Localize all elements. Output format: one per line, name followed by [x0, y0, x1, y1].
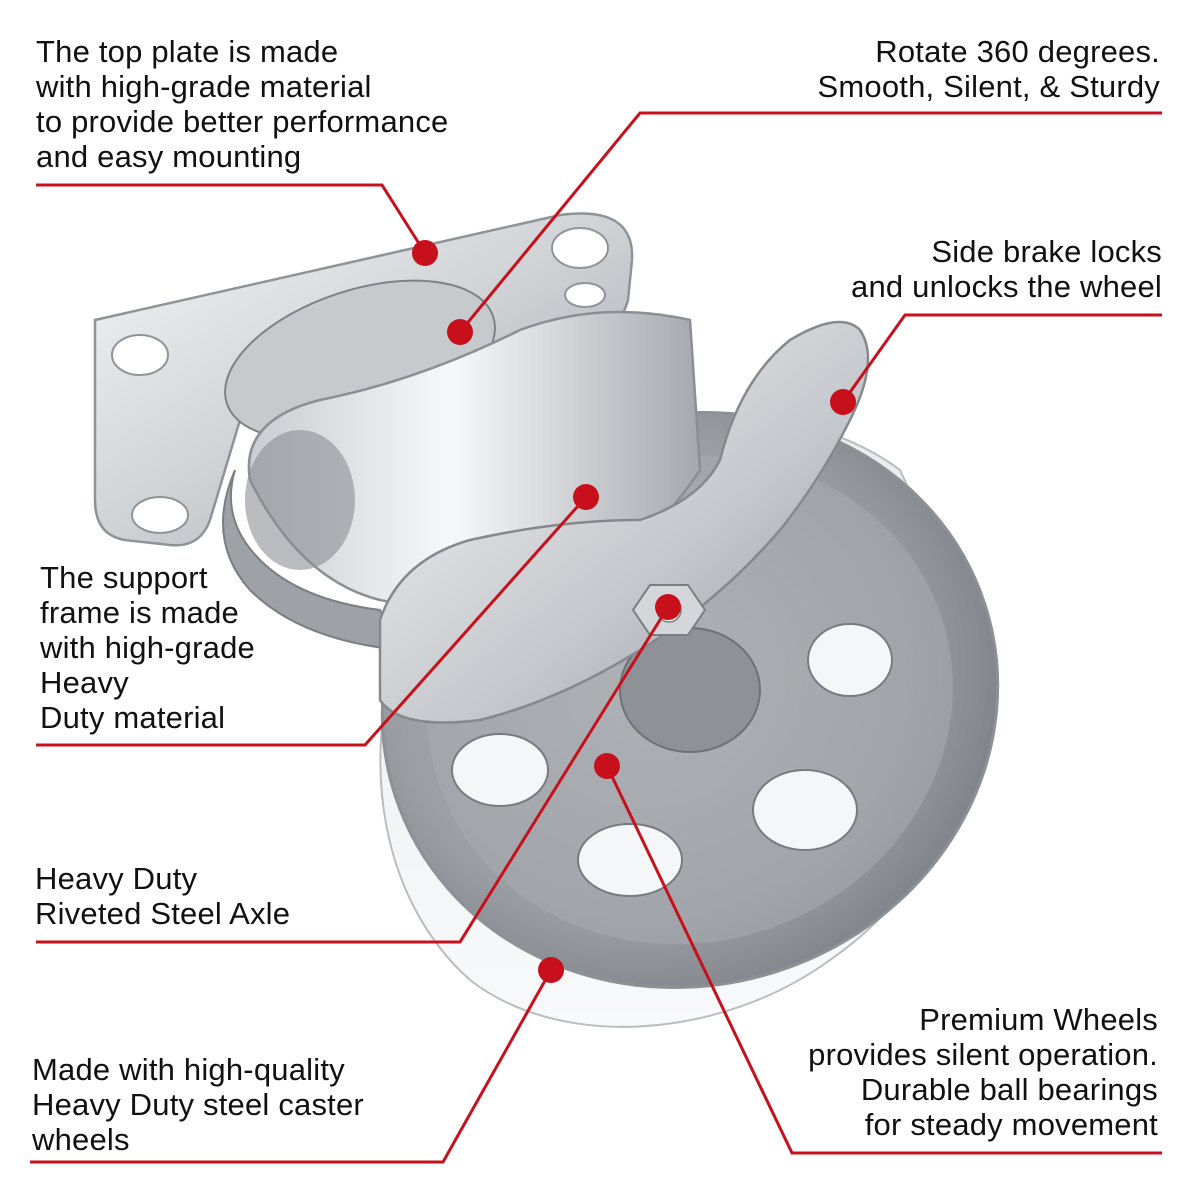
callout-lines — [30, 111, 1162, 1164]
callout-line: Heavy — [40, 665, 129, 700]
callout-rotate: Rotate 360 degrees. Smooth, Silent, & St… — [817, 34, 1160, 104]
callout-line: Smooth, Silent, & Sturdy — [817, 69, 1160, 104]
leader-top-plate — [36, 183, 427, 254]
callout-dot — [538, 957, 564, 983]
callout-line: wheels — [32, 1122, 130, 1157]
callout-line: Rotate 360 degrees. — [875, 34, 1160, 69]
callout-line: The support — [40, 560, 208, 595]
leader-support-frame — [36, 496, 588, 747]
leader-side-brake — [841, 313, 1162, 403]
callout-dot — [830, 389, 856, 415]
callout-line: and unlocks the wheel — [851, 269, 1162, 304]
callout-line: Heavy Duty steel caster — [32, 1087, 364, 1122]
wheel-hole — [752, 769, 858, 851]
wheel-hole — [451, 733, 549, 807]
callout-line: provides silent operation. — [808, 1037, 1158, 1072]
callout-line: with high-grade — [40, 630, 255, 665]
callout-dot — [412, 240, 438, 266]
callout-dot — [573, 484, 599, 510]
callout-steel-wheels: Made with high-quality Heavy Duty steel … — [32, 1052, 364, 1157]
callout-line: and easy mounting — [36, 139, 302, 174]
callout-line: Side brake locks — [931, 234, 1162, 269]
leader-steel-wheels — [30, 969, 553, 1164]
callout-line: Made with high-quality — [32, 1052, 345, 1087]
callout-line: to provide better performance — [36, 104, 449, 139]
callout-line: Durable ball bearings — [860, 1072, 1158, 1107]
wheel-hole — [807, 623, 893, 697]
callout-dot — [447, 319, 473, 345]
wheel-hole — [577, 823, 683, 897]
callout-line: Premium Wheels — [919, 1002, 1158, 1037]
callout-side-brake: Side brake locks and unlocks the wheel — [851, 234, 1162, 304]
callout-line: The top plate is made — [36, 34, 339, 69]
callout-support-frame: The support frame is made with high-grad… — [40, 560, 255, 735]
callout-line: with high-grade material — [36, 69, 372, 104]
callout-line: for steady movement — [864, 1107, 1158, 1142]
callout-top-plate: The top plate is made with high-grade ma… — [36, 34, 448, 174]
callout-line: frame is made — [40, 595, 239, 630]
callout-dot — [594, 753, 620, 779]
callout-dots — [412, 240, 856, 983]
callout-line: Duty material — [40, 700, 226, 735]
callout-dot — [655, 594, 681, 620]
callout-line: Riveted Steel Axle — [35, 896, 291, 931]
callout-line: Heavy Duty — [35, 861, 198, 896]
leader-rotate — [458, 111, 1162, 333]
leader-premium-wheels — [605, 765, 1162, 1155]
callout-axle: Heavy Duty Riveted Steel Axle — [35, 861, 290, 931]
callout-premium-wheels: Premium Wheels provides silent operation… — [808, 1002, 1158, 1142]
leader-axle — [36, 606, 670, 944]
